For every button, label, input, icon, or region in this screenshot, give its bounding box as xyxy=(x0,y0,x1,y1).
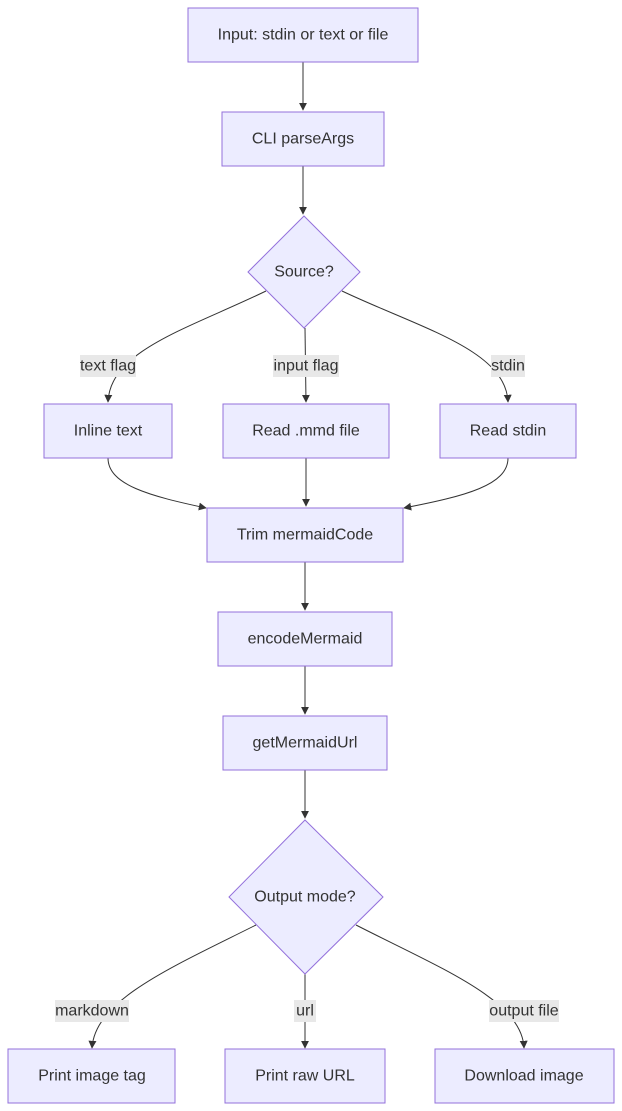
node-geturl: getMermaidUrl xyxy=(222,715,388,771)
node-encode: encodeMermaid xyxy=(217,611,393,667)
node-download-label: Download image xyxy=(464,1068,583,1085)
node-inline-label: Inline text xyxy=(74,423,143,440)
label-bg-input-flag xyxy=(273,355,339,377)
label-bg-text-flag xyxy=(80,355,136,377)
node-read-mmd: Read .mmd file xyxy=(222,403,390,459)
node-readmmd-label: Read .mmd file xyxy=(252,423,360,440)
edge-label-url: url xyxy=(296,1003,314,1020)
node-printurl-label: Print raw URL xyxy=(255,1068,355,1085)
label-bg-markdown xyxy=(55,1000,129,1022)
node-geturl-label: getMermaidUrl xyxy=(253,735,358,752)
label-bg-stdin xyxy=(491,355,525,377)
node-readstdin-label: Read stdin xyxy=(470,423,547,440)
node-print-url: Print raw URL xyxy=(224,1048,386,1104)
edge-readstdin-to-trim xyxy=(403,457,509,511)
edge-labels: text flag input flag stdin markdown url … xyxy=(55,355,559,1022)
node-printtag-label: Print image tag xyxy=(38,1068,146,1085)
node-trim: Trim mermaidCode xyxy=(206,507,404,563)
edge-label-markdown: markdown xyxy=(55,1003,129,1020)
edge-source-to-readstdin xyxy=(341,290,512,403)
node-encode-label: encodeMermaid xyxy=(248,631,363,648)
nodes: Input: stdin or text or file CLI parseAr… xyxy=(7,7,615,1104)
node-download: Download image xyxy=(434,1048,615,1104)
node-source-decision: Source? xyxy=(247,215,361,329)
edge-label-text-flag: text flag xyxy=(80,358,136,375)
label-bg-output-file xyxy=(489,1000,559,1022)
node-inline-text: Inline text xyxy=(43,403,173,459)
node-source-label: Source? xyxy=(274,264,334,281)
edge-label-stdin: stdin xyxy=(491,358,525,375)
edge-label-output-file: output file xyxy=(489,1003,558,1020)
node-cli: CLI parseArgs xyxy=(221,111,385,167)
node-input: Input: stdin or text or file xyxy=(187,7,419,63)
edge-output-to-printtag xyxy=(88,924,257,1049)
edge-inline-to-trim xyxy=(107,457,207,511)
edge-source-to-inline xyxy=(104,290,267,403)
node-input-label: Input: stdin or text or file xyxy=(218,27,389,44)
node-output-label: Output mode? xyxy=(254,889,356,906)
node-output-decision: Output mode? xyxy=(228,819,384,975)
edge-output-to-download xyxy=(355,924,528,1049)
node-print-tag: Print image tag xyxy=(7,1048,176,1104)
node-read-stdin: Read stdin xyxy=(439,403,577,459)
node-trim-label: Trim mermaidCode xyxy=(237,527,373,544)
edge-label-input-flag: input flag xyxy=(274,358,339,375)
node-cli-label: CLI parseArgs xyxy=(252,131,354,148)
label-bg-url xyxy=(294,1000,316,1022)
